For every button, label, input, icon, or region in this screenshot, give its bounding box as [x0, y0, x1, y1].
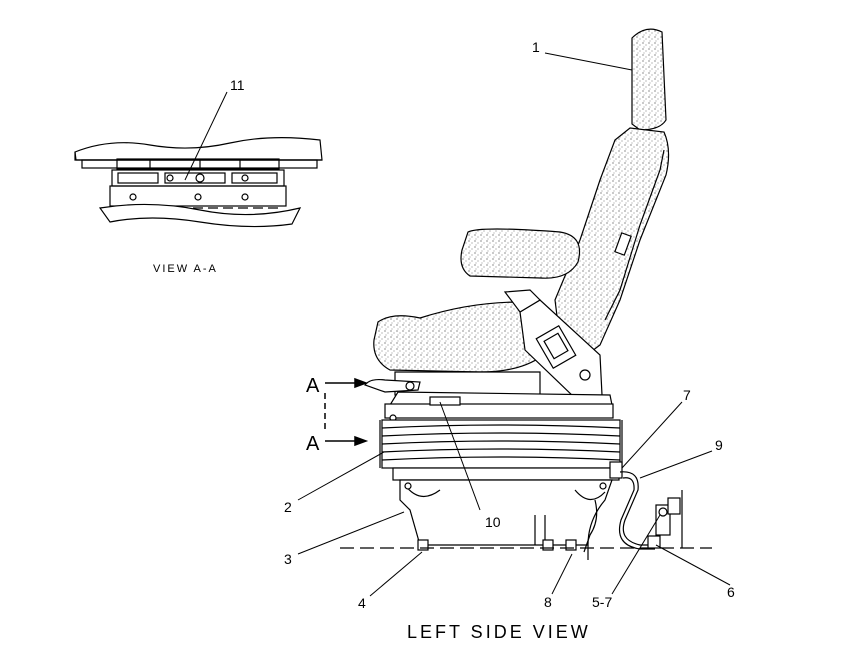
callout-2: 2 [284, 499, 292, 515]
callout-5-7: 5-7 [592, 594, 612, 610]
inset-view-a-a [74, 91, 323, 228]
seat-riser [399, 479, 613, 546]
slide-rail [384, 403, 614, 419]
section-markers [324, 377, 369, 447]
callout-1: 1 [532, 39, 540, 55]
callout-11: 11 [230, 77, 245, 93]
suspension-bellows [379, 419, 623, 469]
callout-10: 10 [485, 514, 501, 530]
callout-3: 3 [284, 551, 292, 567]
callout-8: 8 [544, 594, 552, 610]
callout-7: 7 [683, 387, 691, 403]
seat-cushion [373, 301, 543, 373]
callout-6: 6 [727, 584, 735, 600]
section-marker-a-top: A [306, 375, 320, 397]
air-hose [583, 471, 681, 553]
headrest [631, 28, 667, 131]
inset-view-label: VIEW A-A [153, 263, 218, 275]
callout-4: 4 [358, 595, 366, 611]
callout-9: 9 [715, 437, 723, 453]
seat-assembly [364, 28, 670, 560]
section-marker-a-bottom: A [306, 433, 320, 455]
leader-lines [297, 52, 731, 597]
armrest [460, 228, 581, 279]
main-view-label: LEFT SIDE VIEW [407, 622, 591, 642]
